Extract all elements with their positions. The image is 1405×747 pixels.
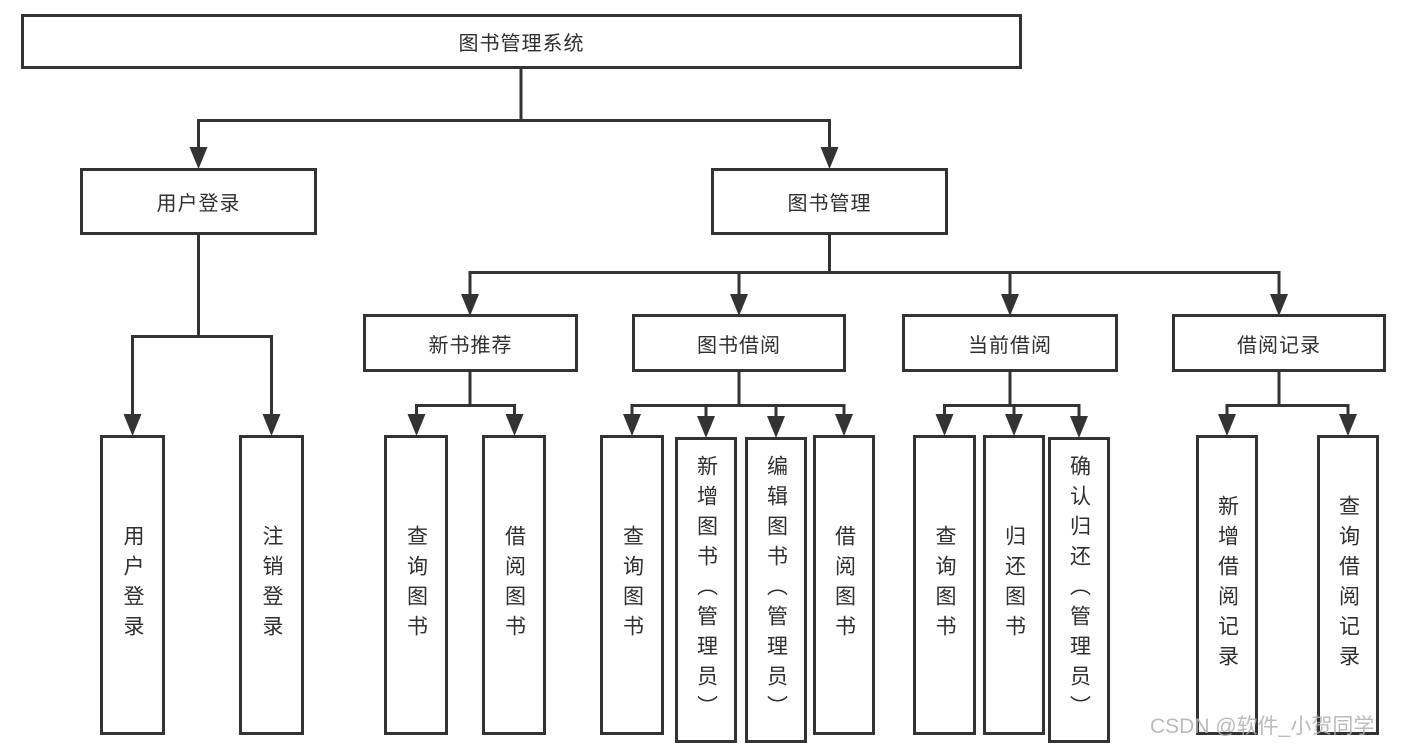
node-new-book-recommend: 新书推荐 — [363, 314, 578, 372]
leaf-label: 查询图书 — [404, 525, 428, 645]
node-root-label: 图书管理系统 — [458, 33, 585, 55]
connector-root-to-level2 — [197, 68, 831, 150]
leaf-query-books-3: 查询图书 — [913, 435, 976, 735]
leaf-add-books-admin: 新增图书（管理员） — [675, 437, 737, 743]
leaf-add-borrow-record: 新增借阅记录 — [1196, 435, 1258, 735]
node-borrowing-records: 借阅记录 — [1172, 314, 1386, 372]
leaf-label: 查询图书 — [933, 525, 956, 645]
arrow-down-icon — [189, 147, 839, 169]
node-label: 用户登录 — [156, 193, 241, 215]
node-user-login-branch: 用户登录 — [80, 168, 317, 235]
leaf-edit-books-admin: 编辑图书（管理员） — [745, 437, 807, 743]
leaf-return-books: 归还图书 — [983, 435, 1045, 735]
leaf-label: 查询借阅记录 — [1336, 495, 1360, 675]
leaf-query-borrow-record: 查询借阅记录 — [1317, 435, 1379, 735]
connector-newbook-to-leaves — [415, 371, 516, 416]
node-label: 借阅记录 — [1237, 334, 1321, 357]
leaf-query-books-2: 查询图书 — [600, 435, 664, 735]
connector-borrow-to-leaves — [630, 371, 846, 418]
node-current-borrowing: 当前借阅 — [902, 314, 1118, 372]
leaf-label: 注销登录 — [260, 525, 283, 645]
node-label: 图书管理 — [787, 193, 872, 215]
arrow-down-icon — [1218, 414, 1357, 436]
node-label: 图书借阅 — [697, 334, 781, 357]
leaf-label: 归还图书 — [1002, 525, 1026, 645]
node-label: 新书推荐 — [428, 334, 513, 357]
leaf-confirm-return-admin: 确认归还（管理员） — [1048, 437, 1110, 743]
leaf-label: 确认归还（管理员） — [1067, 455, 1091, 725]
leaf-logout: 注销登录 — [239, 435, 304, 735]
connector-bookmgmt-to-level3 — [468, 234, 1281, 296]
leaf-borrow-books-2: 借阅图书 — [813, 435, 875, 735]
leaf-query-books-1: 查询图书 — [384, 435, 448, 735]
csdn-watermark: CSDN @软件_小贺同学 — [1150, 715, 1375, 738]
connector-current-to-leaves — [943, 371, 1081, 418]
node-book-management: 图书管理 — [711, 168, 948, 235]
connector-records-to-leaves — [1225, 371, 1350, 416]
arrow-down-icon — [123, 414, 281, 436]
node-label: 当前借阅 — [968, 334, 1052, 357]
leaf-label: 借阅图书 — [832, 525, 856, 645]
leaf-label: 编辑图书（管理员） — [764, 455, 788, 725]
node-book-borrowing: 图书借阅 — [632, 314, 846, 372]
leaf-label: 新增图书（管理员） — [694, 455, 718, 725]
node-root: 图书管理系统 — [21, 14, 1022, 69]
leaf-user-login: 用户登录 — [100, 435, 165, 735]
leaf-label: 用户登录 — [121, 525, 144, 645]
leaf-label: 查询图书 — [620, 525, 644, 645]
leaf-borrow-books-1: 借阅图书 — [482, 435, 546, 735]
leaf-label: 借阅图书 — [502, 525, 526, 645]
arrow-down-icon — [407, 414, 524, 436]
leaf-label: 新增借阅记录 — [1215, 495, 1239, 675]
connector-userlogin-to-leaves — [131, 234, 273, 416]
arrow-down-icon — [461, 294, 1288, 316]
